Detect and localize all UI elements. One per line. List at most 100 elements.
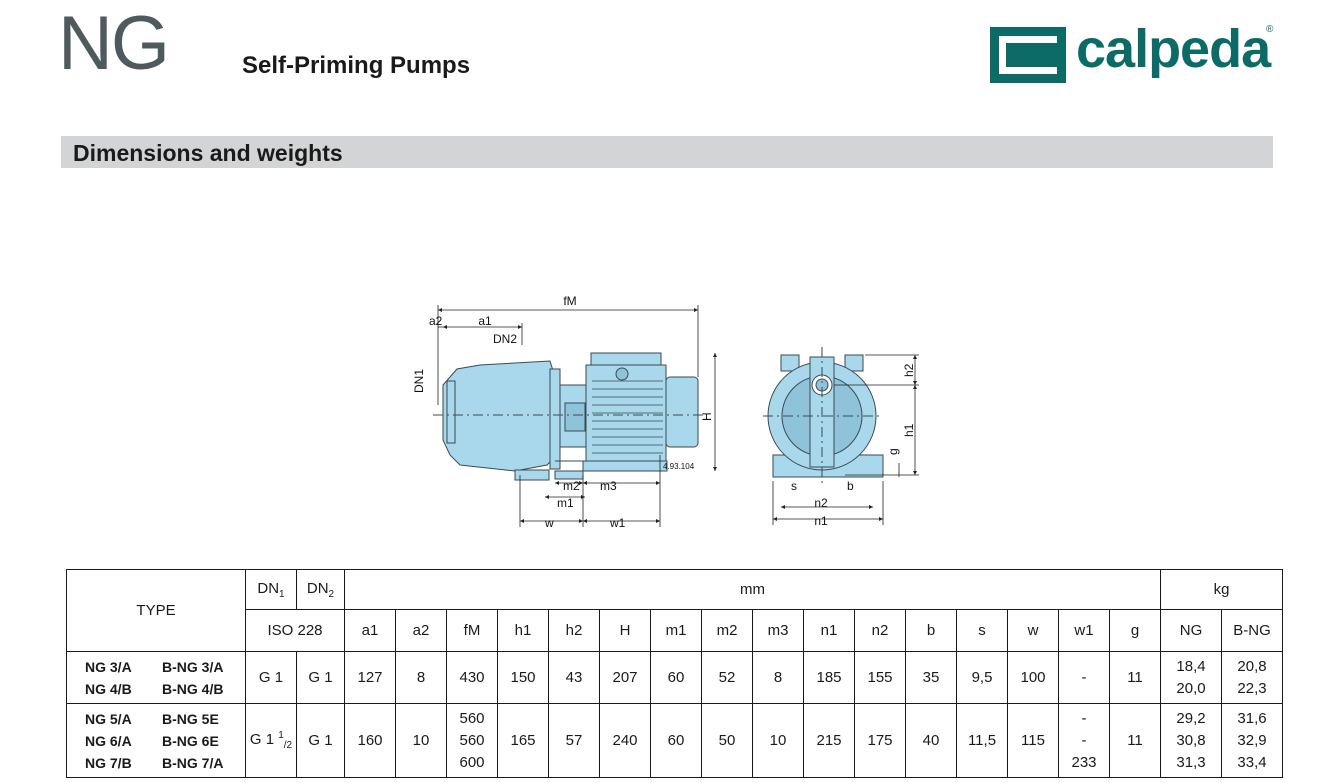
col-g: g xyxy=(1109,609,1161,652)
col-fM: fM xyxy=(446,609,498,652)
col-kg-ng: NG xyxy=(1160,609,1222,652)
w1-value: - xyxy=(1058,651,1110,704)
label-m2: m2 xyxy=(563,479,580,493)
col-b: b xyxy=(905,609,957,652)
col-m2: m2 xyxy=(701,609,753,652)
w1-value: --233 xyxy=(1058,703,1110,778)
n1-value: 215 xyxy=(803,703,855,778)
label-g: g xyxy=(886,448,900,455)
brand-registered-mark: ® xyxy=(1266,24,1274,35)
fM-value: 430 xyxy=(446,651,498,704)
label-w1: w1 xyxy=(609,516,626,530)
m1-value: 60 xyxy=(650,703,702,778)
h2-value: 43 xyxy=(548,651,600,704)
label-s: s xyxy=(791,479,797,493)
label-b: b xyxy=(847,479,854,493)
col-h2: h2 xyxy=(548,609,600,652)
col-n2: n2 xyxy=(854,609,906,652)
m3-value: 8 xyxy=(752,651,804,704)
col-n1: n1 xyxy=(803,609,855,652)
label-H: H xyxy=(700,412,714,421)
col-H: H xyxy=(599,609,651,652)
a1-value: 160 xyxy=(344,703,396,778)
label-n2: n2 xyxy=(814,496,828,510)
dn2-value: G 1 xyxy=(296,651,345,704)
mm-header: mm xyxy=(344,569,1161,610)
col-kg-bng: B-NG xyxy=(1221,609,1283,652)
g-value: 11 xyxy=(1109,651,1161,704)
a1-value: 127 xyxy=(344,651,396,704)
col-a2: a2 xyxy=(395,609,447,652)
kg-header: kg xyxy=(1160,569,1283,610)
section-title: Dimensions and weights xyxy=(73,140,343,166)
pump-drawing-svg: fM a2 a1 DN2 DN1 H m2 m3 m1 w w1 4.93.10… xyxy=(412,294,919,530)
m2-value: 50 xyxy=(701,703,753,778)
brand-logo-mark-icon xyxy=(990,27,1066,83)
pump-dimension-drawing: fM a2 a1 DN2 DN1 H m2 m3 m1 w w1 4.93.10… xyxy=(405,285,940,540)
section-header-bar: Dimensions and weights xyxy=(61,136,1273,168)
b-value: 40 xyxy=(905,703,957,778)
w-value: 115 xyxy=(1007,703,1059,778)
dn2-value: G 1 xyxy=(296,703,345,778)
dimension-lines xyxy=(437,305,919,527)
col-w: w xyxy=(1007,609,1059,652)
dn2-header: DN2 xyxy=(296,569,345,610)
H-value: 240 xyxy=(599,703,651,778)
col-h1: h1 xyxy=(497,609,549,652)
dimensions-table: TYPE DN1 DN2 mm kg ISO 228 a1 a2 fM h1 h… xyxy=(66,569,1283,778)
type-header: TYPE xyxy=(66,569,246,652)
m2-value: 52 xyxy=(701,651,753,704)
m1-value: 60 xyxy=(650,651,702,704)
w-value: 100 xyxy=(1007,651,1059,704)
n2-value: 175 xyxy=(854,703,906,778)
col-a1: a1 xyxy=(344,609,396,652)
dn1-header: DN1 xyxy=(245,569,297,610)
col-s: s xyxy=(956,609,1008,652)
label-w: w xyxy=(544,516,554,530)
label-DN2: DN2 xyxy=(493,332,517,346)
label-fM: fM xyxy=(563,294,576,308)
brand-wordmark: calpeda xyxy=(1076,19,1271,79)
series-title: NG xyxy=(58,1,170,86)
label-a1: a1 xyxy=(478,314,492,328)
label-DN1: DN1 xyxy=(412,369,426,393)
g-value: 11 xyxy=(1109,703,1161,778)
n2-value: 155 xyxy=(854,651,906,704)
a2-value: 8 xyxy=(395,651,447,704)
label-m1: m1 xyxy=(557,496,574,510)
dimension-labels: fM a2 a1 DN2 DN1 H m2 m3 m1 w w1 4.93.10… xyxy=(412,294,916,530)
label-n1: n1 xyxy=(814,514,828,528)
s-value: 11,5 xyxy=(956,703,1008,778)
col-m3: m3 xyxy=(752,609,804,652)
h2-value: 57 xyxy=(548,703,600,778)
dn1-value: G 1 1/2 xyxy=(245,703,297,778)
label-h2: h2 xyxy=(902,363,916,377)
iso-header: ISO 228 xyxy=(245,609,345,652)
side-view xyxy=(433,352,705,481)
label-a2: a2 xyxy=(429,314,443,328)
label-ref: 4.93.104 xyxy=(663,462,695,471)
col-m1: m1 xyxy=(650,609,702,652)
s-value: 9,5 xyxy=(956,651,1008,704)
brand-logo: calpeda ® xyxy=(990,19,1280,86)
page-subtitle: Self-Priming Pumps xyxy=(242,52,471,79)
front-view xyxy=(763,347,884,485)
label-m3: m3 xyxy=(600,479,617,493)
n1-value: 185 xyxy=(803,651,855,704)
h1-value: 165 xyxy=(497,703,549,778)
H-value: 207 xyxy=(599,651,651,704)
col-w1: w1 xyxy=(1058,609,1110,652)
m3-value: 10 xyxy=(752,703,804,778)
b-value: 35 xyxy=(905,651,957,704)
a2-value: 10 xyxy=(395,703,447,778)
dn1-value: G 1 xyxy=(245,651,297,704)
